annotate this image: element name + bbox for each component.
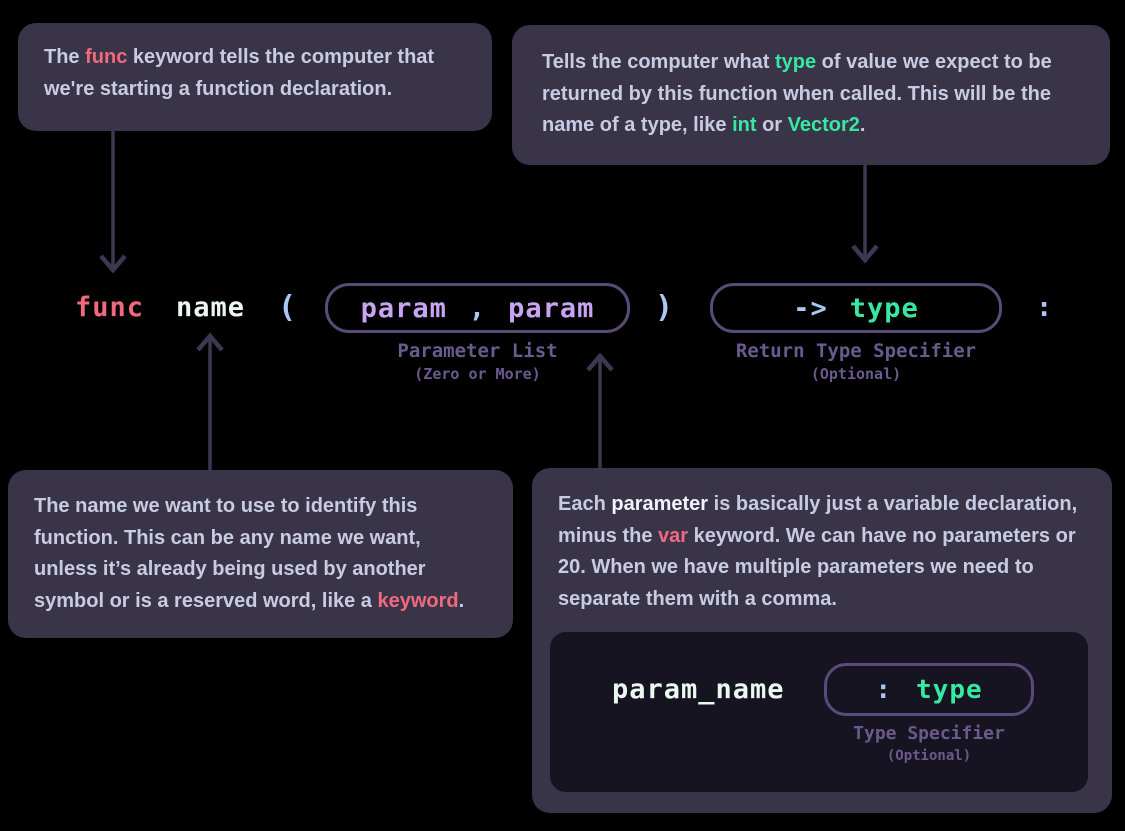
text-segment: of value we expect to be returned by thi… <box>542 51 1052 136</box>
return-type-sublabel: (Optional) <box>810 365 902 383</box>
parameter-list-slot-box: param , param <box>325 283 630 333</box>
text-segment: The <box>44 46 86 68</box>
code-token-arrow-operator: -> <box>793 292 828 324</box>
text-segment: parameter <box>611 493 709 515</box>
note-text: Tells the computer what type of value we… <box>542 51 1052 136</box>
text-segment: Each <box>558 493 612 515</box>
note-text: Each parameter is basically just a varia… <box>558 493 1077 610</box>
function-name-note-card: The name we want to use to identify this… <box>8 470 513 638</box>
parameter-detail-panel <box>550 632 1088 792</box>
down-arrow-icon <box>99 131 127 274</box>
code-token-type: type <box>916 674 983 705</box>
parameter-list-label: Parameter List <box>397 340 558 362</box>
text-segment: keyword tells the computer that we're st… <box>44 46 435 100</box>
text-segment: is basically just a variable declaration… <box>558 493 1078 547</box>
return-type-note-card: Tells the computer what type of value we… <box>512 25 1110 165</box>
func-keyword-note-card: The func keyword tells the computer that… <box>18 23 492 131</box>
code-token-type: type <box>849 292 919 324</box>
code-token-comma: , <box>468 292 487 324</box>
up-arrow-icon <box>196 332 224 470</box>
text-segment: func <box>85 46 128 68</box>
note-text: The func keyword tells the computer that… <box>44 46 434 100</box>
text-segment: keyword. We can have no parameters or 20… <box>558 524 1076 610</box>
text-segment: var <box>658 524 689 547</box>
code-token-param: param <box>360 292 447 324</box>
text-segment: . <box>859 114 866 136</box>
return-type-label: Return Type Specifier <box>735 340 977 362</box>
code-token-open-paren: ( <box>278 290 298 325</box>
note-text: The name we want to use to identify this… <box>34 495 464 612</box>
down-arrow-icon <box>851 165 879 264</box>
parameter-list-sublabel: (Zero or More) <box>414 365 541 383</box>
text-segment: . <box>458 589 465 612</box>
code-token-param-name: param_name <box>612 674 785 705</box>
code-token-param: param <box>508 292 595 324</box>
code-token-close-paren: ) <box>655 290 675 325</box>
type-specifier-label: Type Specifier <box>853 723 1005 744</box>
text-segment: or <box>756 114 788 136</box>
type-specifier-slot-box: : type <box>824 663 1034 716</box>
code-token-colon: : <box>875 674 893 705</box>
code-token-name: name <box>176 292 246 323</box>
text-segment: int <box>732 114 757 136</box>
text-segment: type <box>775 51 817 73</box>
text-segment: Vector2 <box>787 114 860 136</box>
return-type-slot-box: -> type <box>710 283 1002 333</box>
code-token-colon: : <box>1036 292 1054 323</box>
text-segment: The name we want to use to identify this… <box>34 495 426 612</box>
code-token-func: func <box>75 292 145 323</box>
text-segment: Tells the computer what <box>542 51 775 73</box>
text-segment: keyword <box>377 589 459 612</box>
type-specifier-sublabel: (Optional) <box>886 748 972 764</box>
